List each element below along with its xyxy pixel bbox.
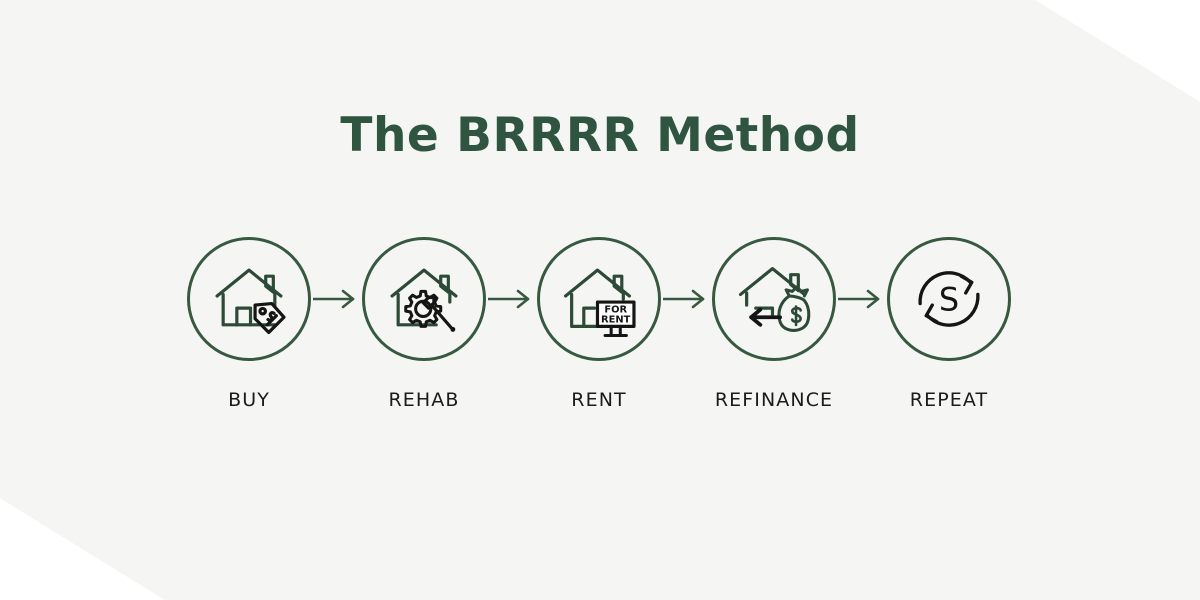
step-repeat-label: REPEAT — [909, 389, 989, 411]
money-bag — [777, 285, 811, 332]
circular-arrows-with-dollar-icon: S — [918, 271, 980, 327]
for-rent-line-2: RENT — [601, 315, 631, 326]
step-repeat-circle: S — [887, 237, 1011, 361]
house-with-gear-and-wrench-icon — [390, 268, 458, 332]
step-rehab-circle — [362, 237, 486, 361]
arrow-buy-to-rehab-icon — [313, 289, 355, 309]
bottom-left-corner-wedge — [0, 497, 168, 600]
step-buy-label: BUY — [228, 389, 270, 411]
step-refinance[interactable]: REFINANCE — [712, 237, 836, 411]
dollar-letter: S — [939, 280, 959, 318]
step-buy-circle — [187, 237, 311, 361]
arrow-rent-to-refinance-icon — [663, 289, 705, 309]
house-with-money-bag-and-arrow-icon — [738, 267, 811, 332]
arrow-rehab-to-rent-icon — [488, 289, 530, 309]
for-rent-line-1: FOR — [604, 305, 627, 316]
step-rehab-label: REHAB — [388, 389, 460, 411]
step-rehab[interactable]: REHAB — [362, 237, 486, 411]
process-flow: BUY — [0, 237, 1200, 417]
house-with-for-rent-sign-icon: FOR RENT — [563, 268, 636, 337]
step-repeat[interactable]: S REPEAT — [887, 237, 1011, 411]
page-title: The BRRRR Method — [340, 108, 860, 163]
step-refinance-circle — [712, 237, 836, 361]
step-rent-label: RENT — [571, 389, 627, 411]
for-rent-sign: FOR RENT — [595, 300, 636, 337]
house-with-price-tag-icon — [215, 268, 286, 335]
step-buy[interactable]: BUY — [187, 237, 311, 411]
step-refinance-label: REFINANCE — [714, 389, 834, 411]
top-right-corner-wedge — [1032, 0, 1200, 103]
step-rent[interactable]: FOR RENT RENT — [537, 237, 661, 411]
left-arrow — [749, 307, 782, 327]
step-rent-circle: FOR RENT — [537, 237, 661, 361]
arrow-refinance-to-repeat-icon — [838, 289, 880, 309]
